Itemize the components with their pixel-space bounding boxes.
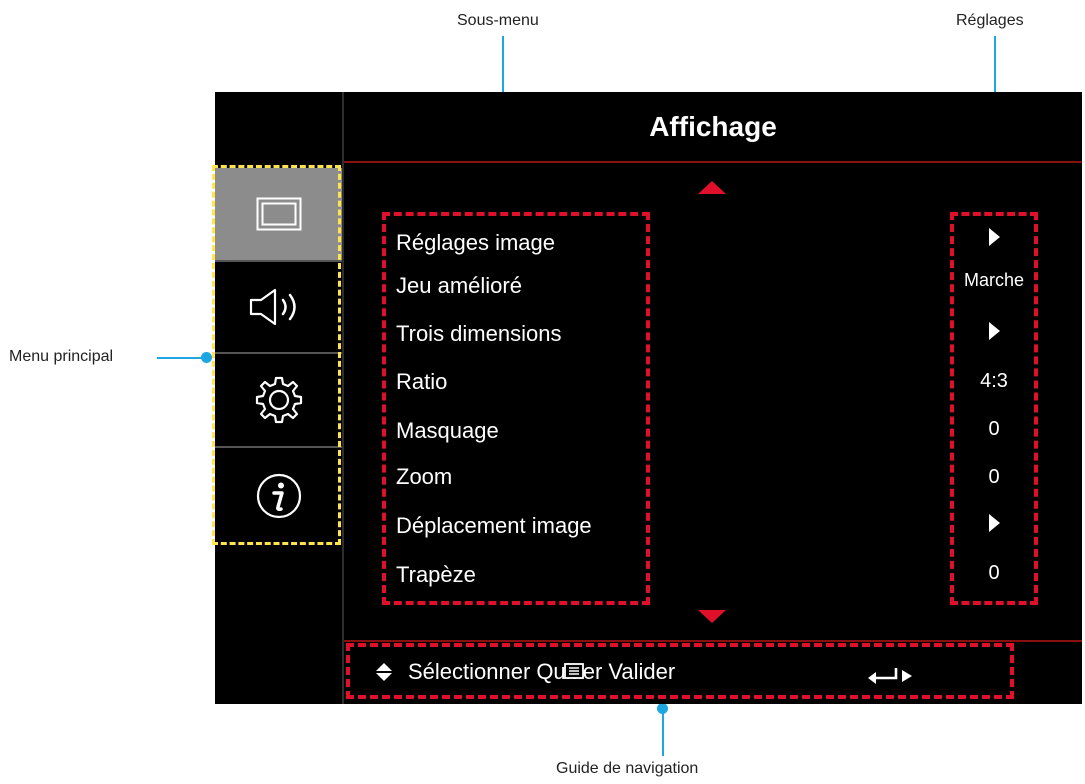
menu-item-aspect-ratio[interactable]: Ratio [396,369,448,394]
menu-item-enhanced-gaming[interactable]: Jeu amélioré [396,273,522,298]
osd-header: Affichage [344,92,1082,162]
info-icon [256,473,301,519]
osd-panel: Affichage Réglages image Jeu amélioré Tr… [212,92,1082,704]
scroll-down-icon[interactable] [698,610,726,623]
submenu-arrow-icon [988,322,1000,340]
nav-validate-label: Valider [608,659,676,684]
nav-callout-dot [657,703,668,714]
settings-highlight [950,212,1038,605]
main-menu-callout-label: Menu principal [9,348,114,365]
sidebar-item-info[interactable] [215,448,342,544]
menu-item-image-settings[interactable]: Réglages image [396,230,555,255]
enter-icon [868,668,912,684]
main-menu-callout-line [157,357,203,359]
footer-divider [344,640,1082,642]
menu-item-edge-mask[interactable]: Masquage [396,418,499,443]
sidebar-item-setup[interactable] [215,354,342,446]
sidebar-separator [342,92,344,704]
settings-callout-label: Réglages [956,12,1024,29]
sidebar-item-display[interactable] [215,168,342,260]
up-down-arrows-icon [376,663,392,681]
submenu-callout-label: Sous-menu [457,12,539,29]
menu-key-icon [564,663,585,679]
header-divider [344,161,1082,163]
submenu-arrow-icon [988,228,1000,246]
value-aspect-ratio: 4:3 [980,370,1008,392]
page-title: Affichage [649,111,777,142]
value-image-settings [954,228,1034,252]
sidebar-divider [215,260,342,262]
value-image-shift [954,514,1034,538]
menu-item-image-shift[interactable]: Déplacement image [396,513,592,538]
value-edge-mask: 0 [988,418,1000,440]
gear-icon [255,376,302,424]
value-enhanced-gaming: Marche [963,270,1025,290]
menu-item-keystone[interactable]: Trapèze [396,562,476,587]
navigation-guide: Sélectionner Quitter Valider [376,659,675,685]
value-zoom: 0 [988,466,1000,488]
scroll-up-icon[interactable] [698,181,726,194]
nav-guide-highlight [346,643,1014,699]
nav-callout-line [662,712,664,756]
value-keystone: 0 [988,562,1000,584]
sidebar-item-audio[interactable] [215,262,342,352]
sidebar-divider [215,446,342,448]
main-menu-callout-dot [201,352,212,363]
nav-callout-label: Guide de navigation [556,760,699,777]
submenu-highlight [382,212,650,605]
speaker-icon [249,288,296,326]
menu-item-zoom[interactable]: Zoom [396,464,453,489]
display-icon [256,197,301,231]
submenu-arrow-icon [988,514,1000,532]
sidebar-divider [215,352,342,354]
value-3d [954,322,1034,346]
menu-item-3d[interactable]: Trois dimensions [396,321,562,346]
nav-select-label: Sélectionner [408,659,531,684]
